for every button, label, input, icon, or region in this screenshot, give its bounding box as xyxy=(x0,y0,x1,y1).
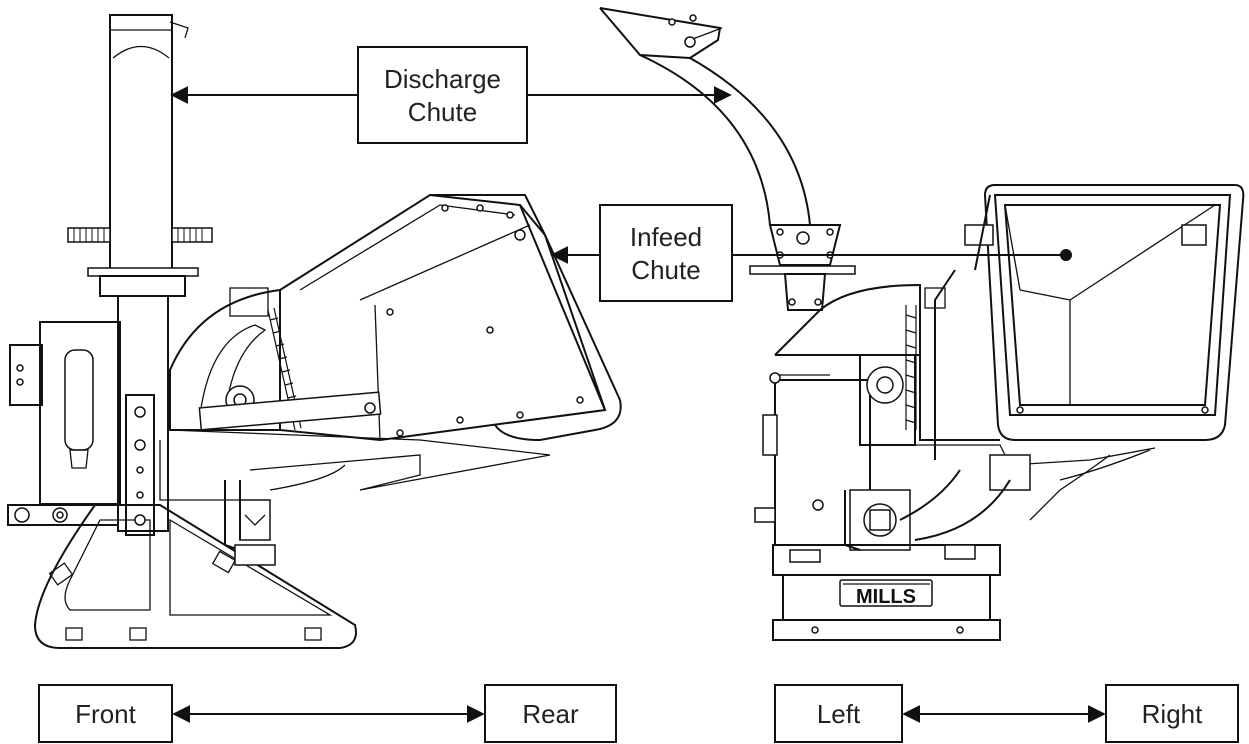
machine-rear-view: MILLS xyxy=(599,7,1245,641)
infeed-chute-label-box xyxy=(599,204,733,302)
infeed-chute-label-line2: Chute xyxy=(631,255,700,285)
front-label-box xyxy=(38,684,173,743)
rear-label: Rear xyxy=(522,699,579,729)
machine-side-view xyxy=(7,14,622,649)
discharge-chute-label-line1: Discharge xyxy=(384,64,501,94)
discharge-chute-label-box xyxy=(357,46,528,144)
infeed-pointer-dot xyxy=(1060,249,1072,261)
left-label-box xyxy=(774,684,903,743)
brand-logo-text: MILLS xyxy=(856,586,916,608)
right-label: Right xyxy=(1142,699,1203,729)
rear-label-box xyxy=(484,684,617,743)
brand-logo xyxy=(839,579,933,607)
discharge-chute-label-line2: Chute xyxy=(408,97,477,127)
front-label: Front xyxy=(75,699,136,729)
right-label-box xyxy=(1105,684,1239,743)
left-label: Left xyxy=(817,699,861,729)
infeed-chute-label-line1: Infeed xyxy=(630,222,702,252)
